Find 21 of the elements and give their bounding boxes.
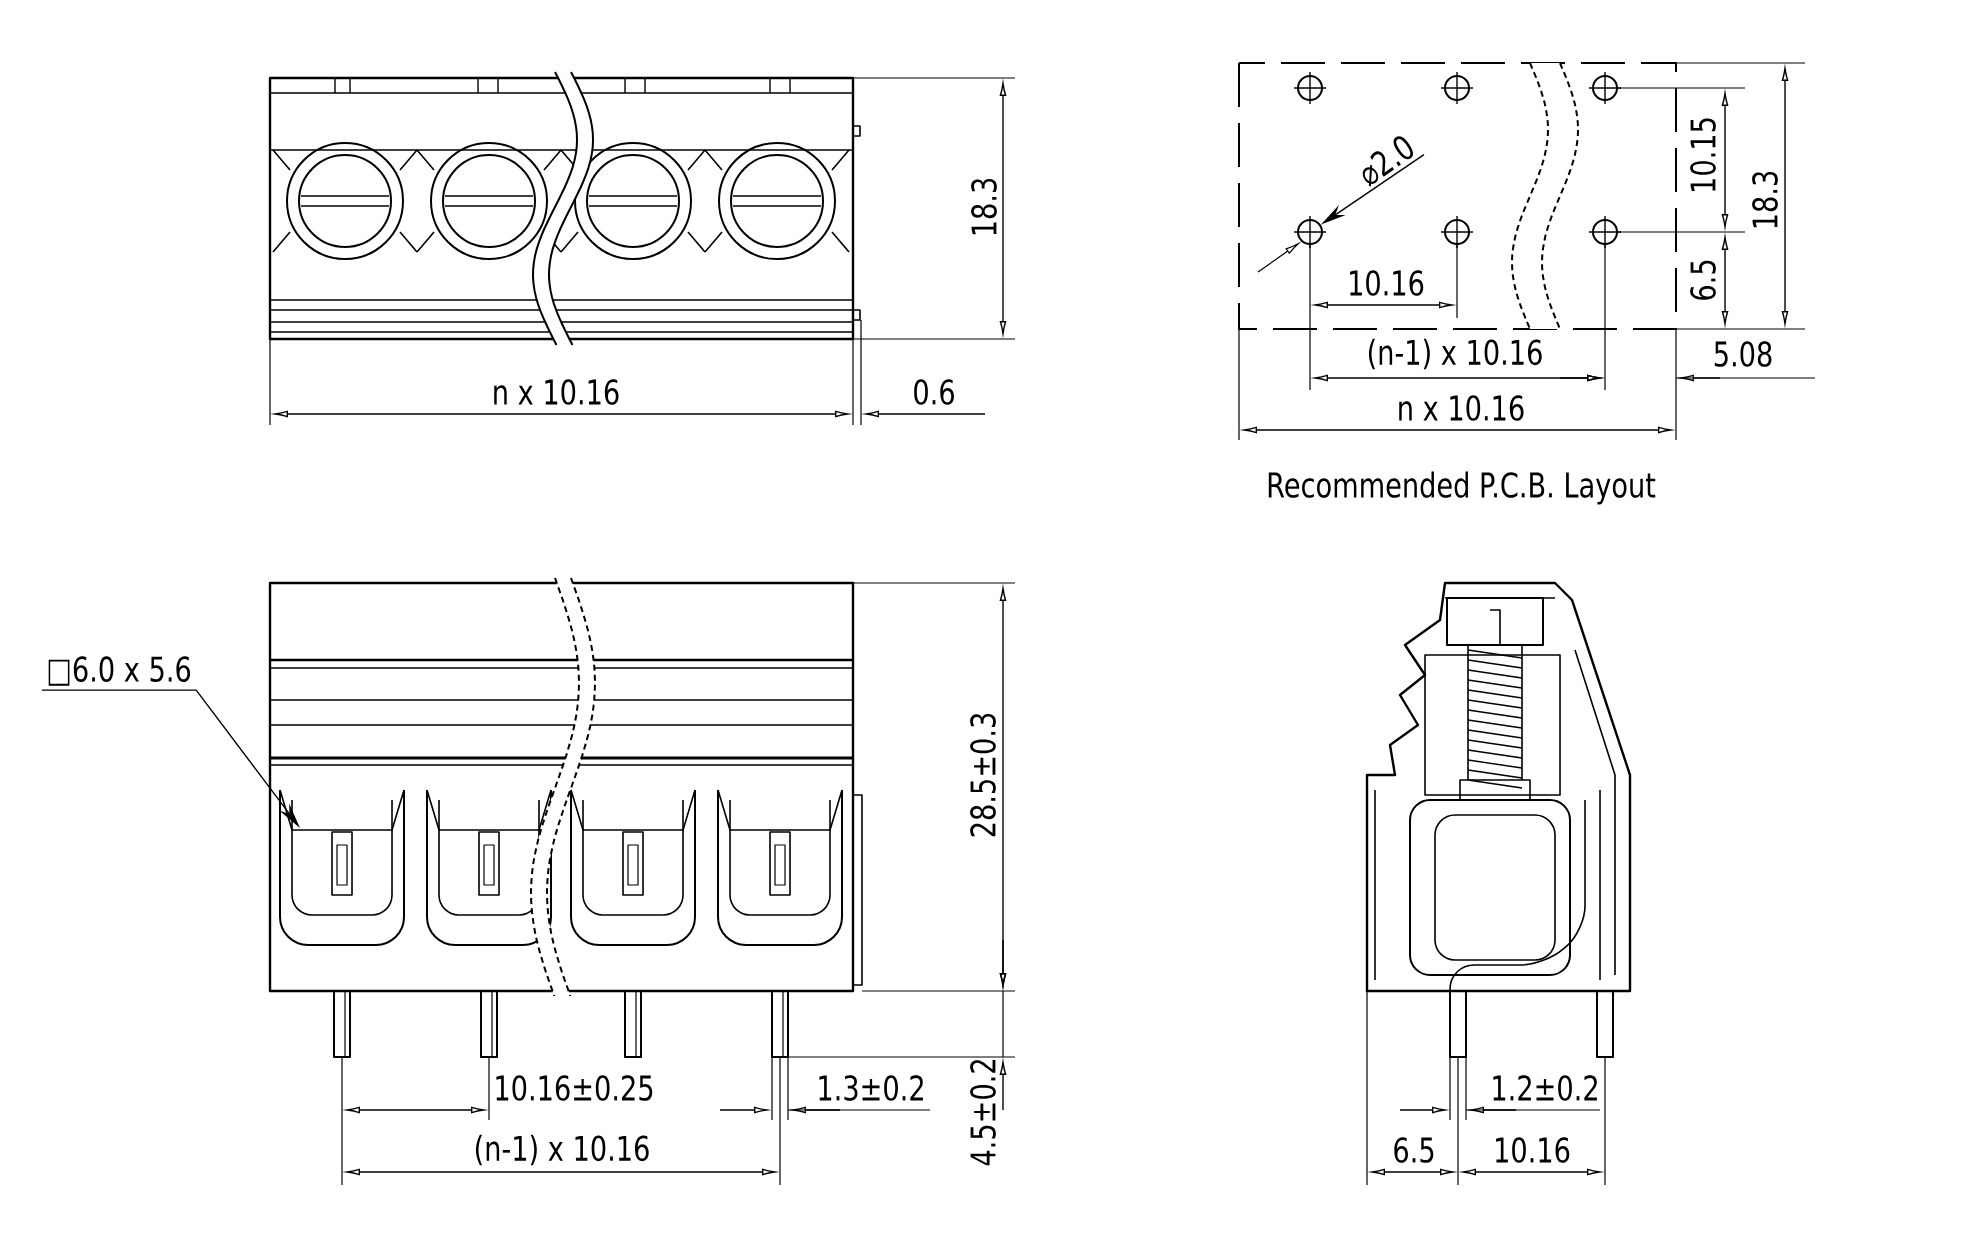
dimension-label: (n-1) x 10.16 — [1368, 338, 1542, 370]
dimension-label: 28.5±0.3 — [970, 713, 996, 837]
dimension-label: 6.5 — [1690, 260, 1716, 300]
dimension-label: 10.16 — [1496, 1137, 1570, 1163]
dimension-label: 6.5 — [1394, 1137, 1434, 1163]
dimension-label: 18.3 — [971, 178, 997, 235]
dimension-label: 4.5±0.2 — [970, 1060, 996, 1166]
dimension-label: 10.16±0.25 — [496, 1075, 653, 1101]
dimension-label: (n-1) x 10.16 — [475, 1134, 649, 1166]
dimension-label: 10.15 — [1690, 118, 1716, 191]
dimension-label: 1.2±0.2 — [1493, 1075, 1597, 1101]
dimension-label: n x 10.16 — [494, 379, 619, 405]
view-caption: Recommended P.C.B. Layout — [1268, 471, 1656, 505]
dimension-label: 5.08 — [1714, 341, 1772, 367]
dimension-label: 10.16 — [1350, 270, 1424, 296]
callout-label: □6.0 x 5.6 — [48, 656, 191, 686]
dimension-label: n x 10.16 — [1399, 395, 1524, 421]
dimension-label: 18.3 — [1752, 171, 1778, 228]
dimension-label: 0.6 — [914, 379, 954, 405]
dimension-label: ⌀2.0 — [1362, 136, 1413, 187]
dimension-label: 1.3±0.2 — [819, 1075, 923, 1101]
